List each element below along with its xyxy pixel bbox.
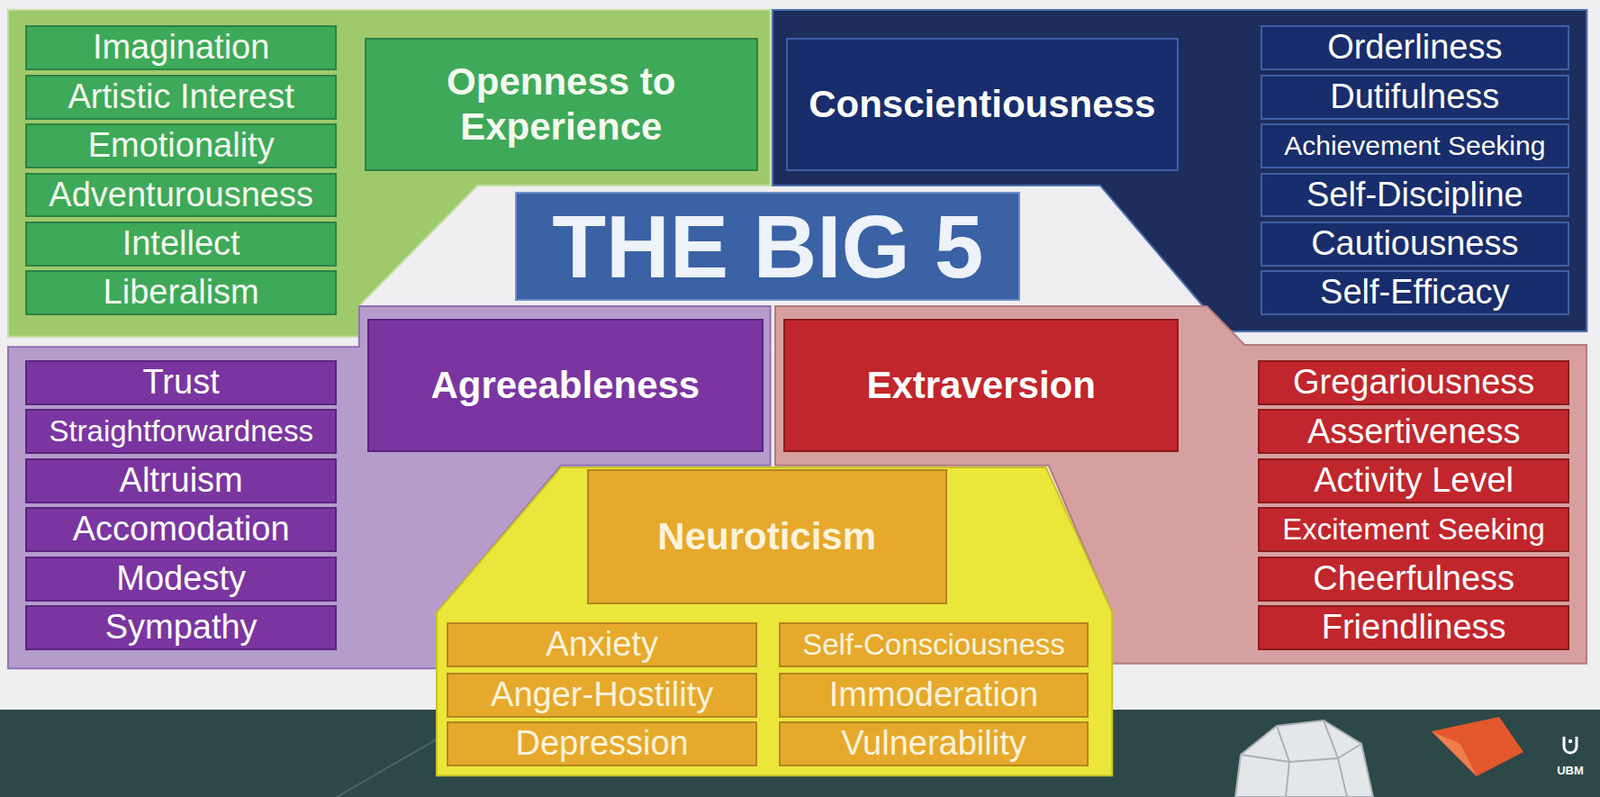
- facet-box: Vulnerability: [778, 721, 1090, 767]
- facet-label: Self-Consciousness: [802, 627, 1066, 662]
- facet-label: Assertiveness: [1307, 412, 1521, 452]
- facet-label: Friendliness: [1321, 607, 1507, 648]
- facet-box: Sympathy: [25, 605, 337, 651]
- logo-dot: [1568, 739, 1573, 743]
- facet-box: Dutifulness: [1260, 74, 1570, 120]
- facet-box: Liberalism: [25, 270, 337, 316]
- facet-label: Cheerfulness: [1312, 559, 1515, 599]
- facet-box: Cautiousness: [1260, 221, 1570, 267]
- facet-box: Imagination: [25, 25, 337, 71]
- trait-heading: Extraversion: [794, 362, 1168, 408]
- facet-box: Achievement Seeking: [1260, 123, 1570, 169]
- polyhedron-edge: [1289, 720, 1338, 762]
- facet-label: Emotionality: [88, 126, 275, 166]
- facet-box: Self-Consciousness: [778, 622, 1090, 668]
- facet-box: Orderliness: [1260, 25, 1570, 71]
- facet-label: Intellect: [122, 224, 241, 264]
- polyhedron-graphic: [1235, 720, 1374, 797]
- facet-label: Cautiousness: [1310, 224, 1519, 264]
- facet-label: Anger-Hostility: [490, 675, 714, 715]
- facet-label: Self-Efficacy: [1319, 272, 1510, 313]
- facet-label: Immoderation: [829, 675, 1039, 715]
- facet-label: Gregariousness: [1292, 362, 1535, 403]
- facet-box: Emotionality: [25, 123, 337, 169]
- facet-label: Trust: [143, 362, 220, 403]
- facet-box: Modesty: [25, 556, 337, 602]
- facet-label: Straightforwardness: [48, 414, 313, 449]
- facet-box: Anxiety: [446, 622, 758, 668]
- orange-facet: [1431, 731, 1477, 777]
- facet-box: Accomodation: [25, 506, 337, 552]
- facet-label: Depression: [515, 723, 689, 764]
- heading-box: Neuroticism: [587, 469, 948, 605]
- facet-label: Altruism: [119, 461, 244, 501]
- facet-box: Adventurousness: [25, 172, 337, 218]
- trait-heading: Conscientiousness: [796, 81, 1168, 127]
- trait-panel: NeuroticismAnxiety Self-ConsciousnessAnge…: [436, 467, 1112, 776]
- heading-box: Openness to Experience: [364, 37, 759, 172]
- facet-box: Immoderation: [778, 672, 1090, 718]
- trait-heading: Neuroticism: [597, 514, 937, 560]
- facet-box: Self-Discipline: [1260, 172, 1570, 218]
- facet-box: Excitement Seeking: [1257, 506, 1570, 552]
- heading-box: Extraversion: [783, 318, 1179, 452]
- logo-mark: [1563, 736, 1577, 753]
- facet-label: Anxiety: [545, 624, 659, 665]
- facet-label: Accomodation: [72, 509, 290, 550]
- facet-box: Gregariousness: [1257, 360, 1570, 406]
- facet-label: Dutifulness: [1329, 77, 1500, 118]
- polyhedron-edge: [1337, 758, 1347, 797]
- facet-box: Friendliness: [1257, 605, 1570, 651]
- facet-box: Intellect: [25, 221, 337, 267]
- facet-box: Altruism: [25, 458, 337, 504]
- polyhedron-edge: [1240, 725, 1290, 762]
- heading-box: Conscientiousness: [786, 37, 1179, 172]
- facet-box: Assertiveness: [1257, 408, 1570, 454]
- heading-box: Agreeableness: [367, 318, 764, 452]
- facet-label: Excitement Seeking: [1282, 512, 1546, 547]
- facet-box: Cheerfulness: [1257, 556, 1570, 602]
- facet-box: Artistic Interest: [25, 74, 337, 120]
- facet-label: Sympathy: [105, 607, 258, 648]
- logo-text: UBM: [1556, 763, 1584, 778]
- facet-label: Artistic Interest: [68, 77, 295, 118]
- facet-label: Activity Level: [1313, 461, 1514, 501]
- trait-heading: Openness to Experience: [375, 59, 748, 151]
- logo-arc: [1563, 736, 1577, 753]
- trait-heading: Agreeableness: [378, 362, 753, 408]
- facet-label: Liberalism: [103, 272, 260, 313]
- polyhedron-edge: [1285, 761, 1290, 797]
- panel-ground: [436, 467, 1112, 776]
- facet-label: Adventurousness: [48, 175, 314, 216]
- orange-shape: [1431, 716, 1524, 777]
- orange-graphic: [1431, 716, 1524, 777]
- diagram-title: THE BIG 5: [551, 202, 984, 291]
- polyhedron-edge: [1337, 743, 1362, 759]
- footer-strip: [0, 709, 1600, 797]
- facet-box: Anger-Hostility: [446, 672, 758, 718]
- facet-box: Straightforwardness: [25, 408, 337, 454]
- title-box: THE BIG 5: [515, 191, 1021, 301]
- facet-label: Achievement Seeking: [1283, 130, 1546, 163]
- facet-box: Self-Efficacy: [1260, 270, 1570, 316]
- facet-label: Imagination: [92, 27, 270, 68]
- facet-box: Trust: [25, 360, 337, 406]
- facet-label: Modesty: [116, 559, 246, 599]
- facet-label: Vulnerability: [840, 723, 1027, 764]
- facet-box: Activity Level: [1257, 458, 1570, 504]
- facet-box: Depression: [446, 721, 758, 767]
- polyhedron-outline: [1235, 720, 1374, 797]
- facet-label: Orderliness: [1327, 27, 1502, 68]
- facet-label: Self-Discipline: [1306, 175, 1524, 216]
